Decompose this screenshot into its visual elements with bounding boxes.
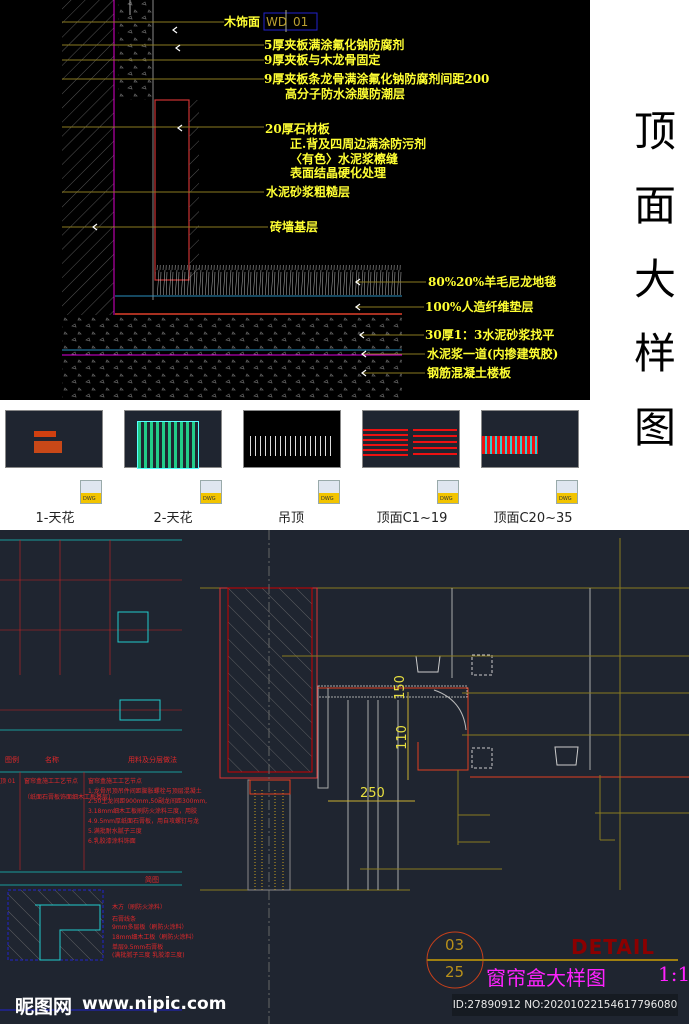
detail-linework: [62, 0, 426, 400]
sketch-title: 简图: [145, 876, 159, 884]
sketch-callout: 9mm多层板（刷防火涂料）: [112, 924, 188, 931]
callout: 表面结晶硬化处理: [290, 166, 387, 180]
file-thumbnail-3[interactable]: [243, 410, 341, 468]
tag-code: WD: [266, 15, 288, 29]
image-id: ID:27890912 NO:20201022154617796080: [452, 994, 678, 1016]
callout: 水泥浆一道(内掺建筑胶): [427, 347, 559, 361]
side-title-char: 顶: [633, 107, 676, 156]
dwg-file-icon: DWG: [318, 480, 340, 504]
callout: 20厚石材板: [265, 122, 330, 136]
step: 1.龙骨吊顶吊件间距膨胀螺栓与顶层混凝土: [88, 788, 202, 795]
curtain-box-linework: [0, 530, 689, 1024]
tag-label: 木饰面: [224, 15, 261, 29]
sketch-callout: 木方（刷防火涂料）: [112, 904, 167, 911]
step: 2.50主龙间距900mm,50副龙间距300mm,: [88, 798, 208, 805]
side-title-char: 大: [633, 255, 676, 304]
row-code: 顶 01: [0, 778, 16, 785]
dim-250: 250: [360, 786, 385, 801]
callout: 9厚夹板与木龙骨固定: [264, 53, 381, 67]
sheet-total: 25: [445, 963, 465, 981]
step: 5.满批耐水腻子三度: [88, 828, 142, 835]
detail-word: DETAIL: [571, 935, 656, 959]
detail-scale: 1:1: [658, 962, 689, 986]
watermark-url: www.nipic.com: [82, 994, 227, 1014]
callout: 水泥砂浆粗糙层: [266, 185, 351, 199]
file-label[interactable]: 顶面C20~35: [493, 511, 573, 526]
callout: 30厚1：3水泥砂浆找平: [425, 328, 555, 342]
callout: 5厚夹板满涂氟化钠防腐剂: [264, 38, 405, 52]
callout: 钢筋混凝土楼板: [427, 366, 512, 380]
dwg-file-icon: DWG: [200, 480, 222, 504]
side-title-char: 图: [633, 403, 676, 452]
file-label[interactable]: 1-天花: [35, 511, 75, 526]
callout: 高分子防水涂膜防潮层: [285, 87, 406, 101]
file-thumbnail-5[interactable]: [481, 410, 579, 468]
callout: 80%20%羊毛尼龙地毯: [428, 275, 557, 289]
dwg-file-icon: DWG: [437, 480, 459, 504]
table-header: 用料及分层做法: [128, 756, 177, 764]
callout: 9厚夹板条龙骨满涂氟化钠防腐剂间距200: [264, 72, 490, 86]
side-title: 顶 面 大 样 图: [620, 95, 689, 465]
sketch-callout: (满批腻子三度 乳胶漆三度): [112, 952, 185, 959]
file-label[interactable]: 2-天花: [153, 511, 193, 526]
file-thumbnail-2[interactable]: [124, 410, 222, 469]
sketch-callout: 石膏线条: [112, 916, 137, 923]
file-thumbnail-1[interactable]: [5, 410, 103, 468]
callout: 100%人造纤维垫层: [425, 300, 534, 314]
file-label[interactable]: 顶面C1~19: [376, 511, 448, 526]
dim-110: 110: [394, 725, 410, 750]
step: 4.9.5mm厚纸面石膏板，用自攻螺钉与龙: [88, 818, 199, 825]
tag-number: 01: [293, 15, 309, 29]
table-header: 名称: [45, 756, 59, 764]
steps-title: 窗帘盒施工工艺节点: [88, 778, 143, 785]
step: 6.乳胶漆涂料饰面: [88, 838, 136, 845]
callout: 〈有色〉水泥浆檫缝: [290, 152, 399, 166]
side-title-char: 样: [633, 329, 676, 378]
side-title-char: 面: [633, 181, 676, 230]
sketch-callout: 18mm细木工板（刷防火涂料）: [112, 934, 198, 941]
step: 3.18mm细木工板刷防火涂料三度，用胶: [88, 808, 198, 815]
wall-floor-detail-drawing: 木饰面 WD 01 5厚夹板满涂氟化钠防腐剂 9厚夹板与木龙骨固定 9厚夹板条龙…: [0, 0, 590, 400]
file-label[interactable]: 吊顶: [277, 511, 304, 526]
dwg-file-icon: DWG: [556, 480, 578, 504]
sheet-number: 03: [445, 936, 465, 954]
curtain-box-detail-sheet: 图例 名称 用料及分层做法 顶 01 窗帘盒施工工艺节点 （纸面石膏板饰面细木工…: [0, 530, 689, 1024]
row-name-note: （纸面石膏板饰面细木工板基层）: [24, 794, 115, 801]
callout: 正.背及四周边满涂防污剂: [290, 137, 427, 151]
row-name: 窗帘盒施工工艺节点: [24, 778, 79, 785]
detail-title: 窗帘盒大样图: [486, 966, 606, 990]
table-header: 图例: [5, 756, 19, 764]
dwg-file-icon: DWG: [80, 480, 102, 504]
dim-150: 150: [392, 675, 408, 700]
sketch-callout: 单层9.5mm石膏板: [112, 944, 164, 951]
watermark-brand: 昵图网: [15, 996, 73, 1018]
callout: 砖墙基层: [270, 220, 319, 234]
file-thumbnail-4[interactable]: [362, 410, 460, 468]
